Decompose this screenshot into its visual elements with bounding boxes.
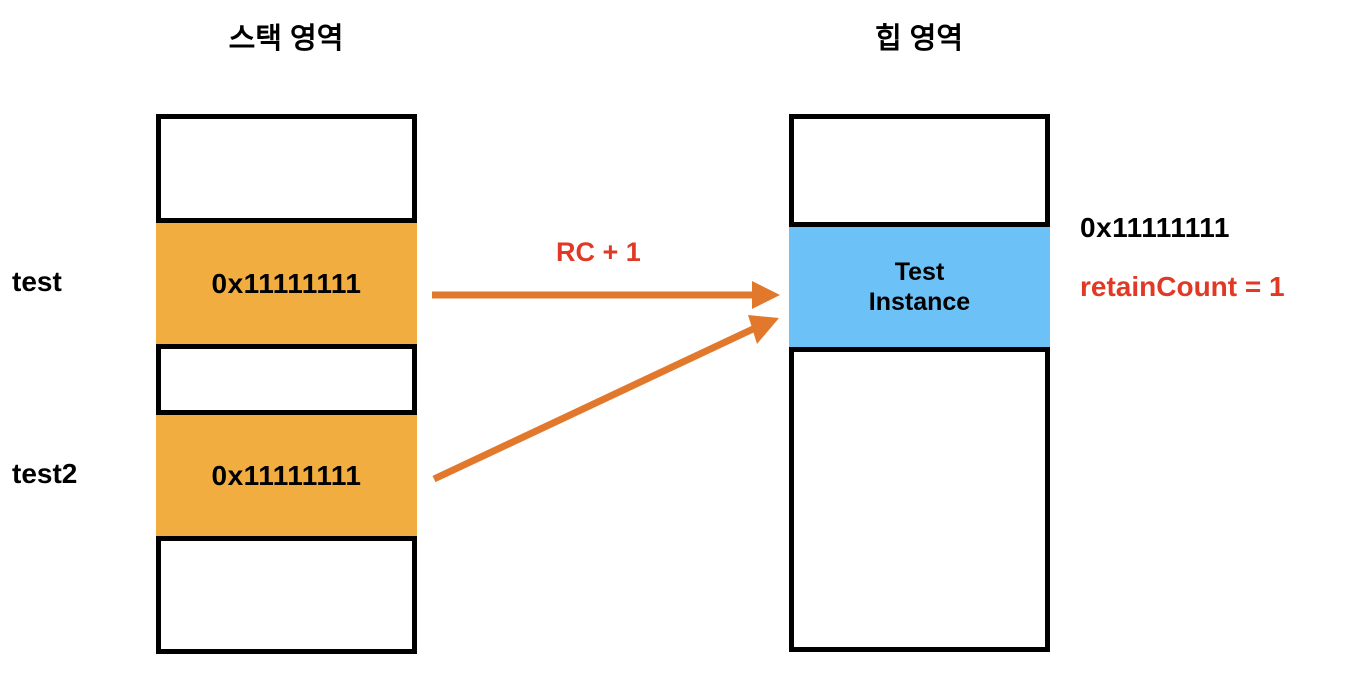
heap-object-label: Test Instance <box>868 258 971 316</box>
stack-slot-test2-value: 0x11111111 <box>211 459 362 491</box>
arrow-test-to-instance <box>432 281 780 309</box>
stack-area-title: 스택 영역 <box>228 23 344 55</box>
stack-slot-test: 0x11111111 <box>156 218 417 349</box>
heap-memory-box: Test Instance <box>789 114 1050 652</box>
stack-slot-test2: 0x11111111 <box>156 410 417 541</box>
heap-area-title: 힙 영역 <box>874 23 964 55</box>
variable-label-test2: test2 <box>12 458 78 489</box>
heap-object-retain-count: retainCount = 1 <box>1080 271 1285 302</box>
retain-count-increment-label: RC + 1 <box>556 237 641 267</box>
heap-object-address: 0x11111111 <box>1080 212 1230 243</box>
arrow-test2-to-instance <box>432 315 779 483</box>
stack-memory-box: 0x11111111 0x11111111 <box>156 114 417 654</box>
heap-slot-test-instance: Test Instance <box>789 222 1050 352</box>
stack-slot-test-value: 0x11111111 <box>211 267 362 299</box>
variable-label-test: test <box>12 266 62 297</box>
